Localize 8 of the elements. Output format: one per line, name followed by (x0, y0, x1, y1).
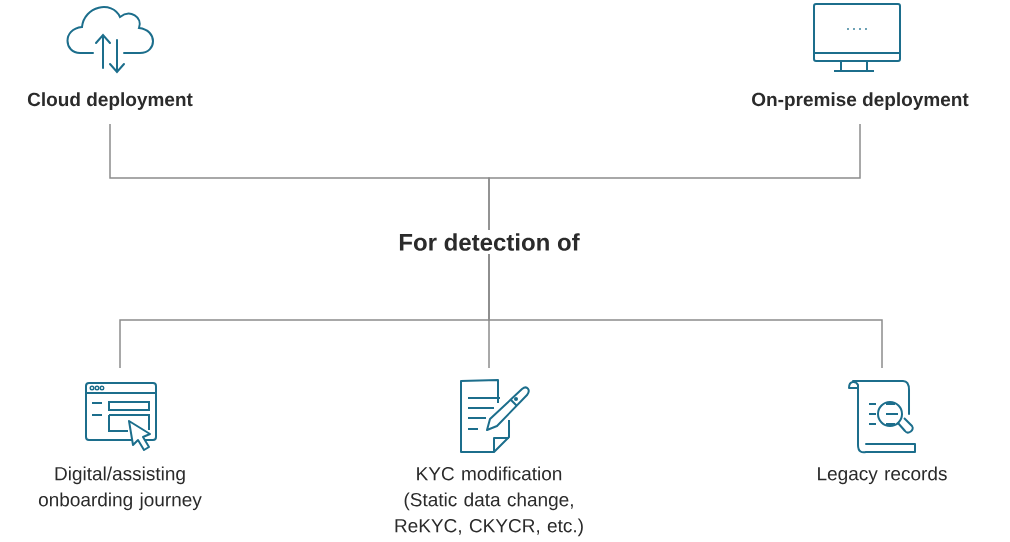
category-label: Digital/assisting onboarding journey (38, 466, 202, 511)
connector-line (488, 253, 883, 369)
category-label: Legacy records (818, 466, 947, 485)
connector-line (488, 123, 861, 231)
heading: For detection of (399, 233, 580, 251)
deployment-label: Cloud deployment (27, 92, 193, 110)
category-label: KYC modification (Static data change, ReKYC, CKYCR, etc.) (395, 466, 583, 537)
deployment-label: On-premise deployment (752, 92, 969, 110)
